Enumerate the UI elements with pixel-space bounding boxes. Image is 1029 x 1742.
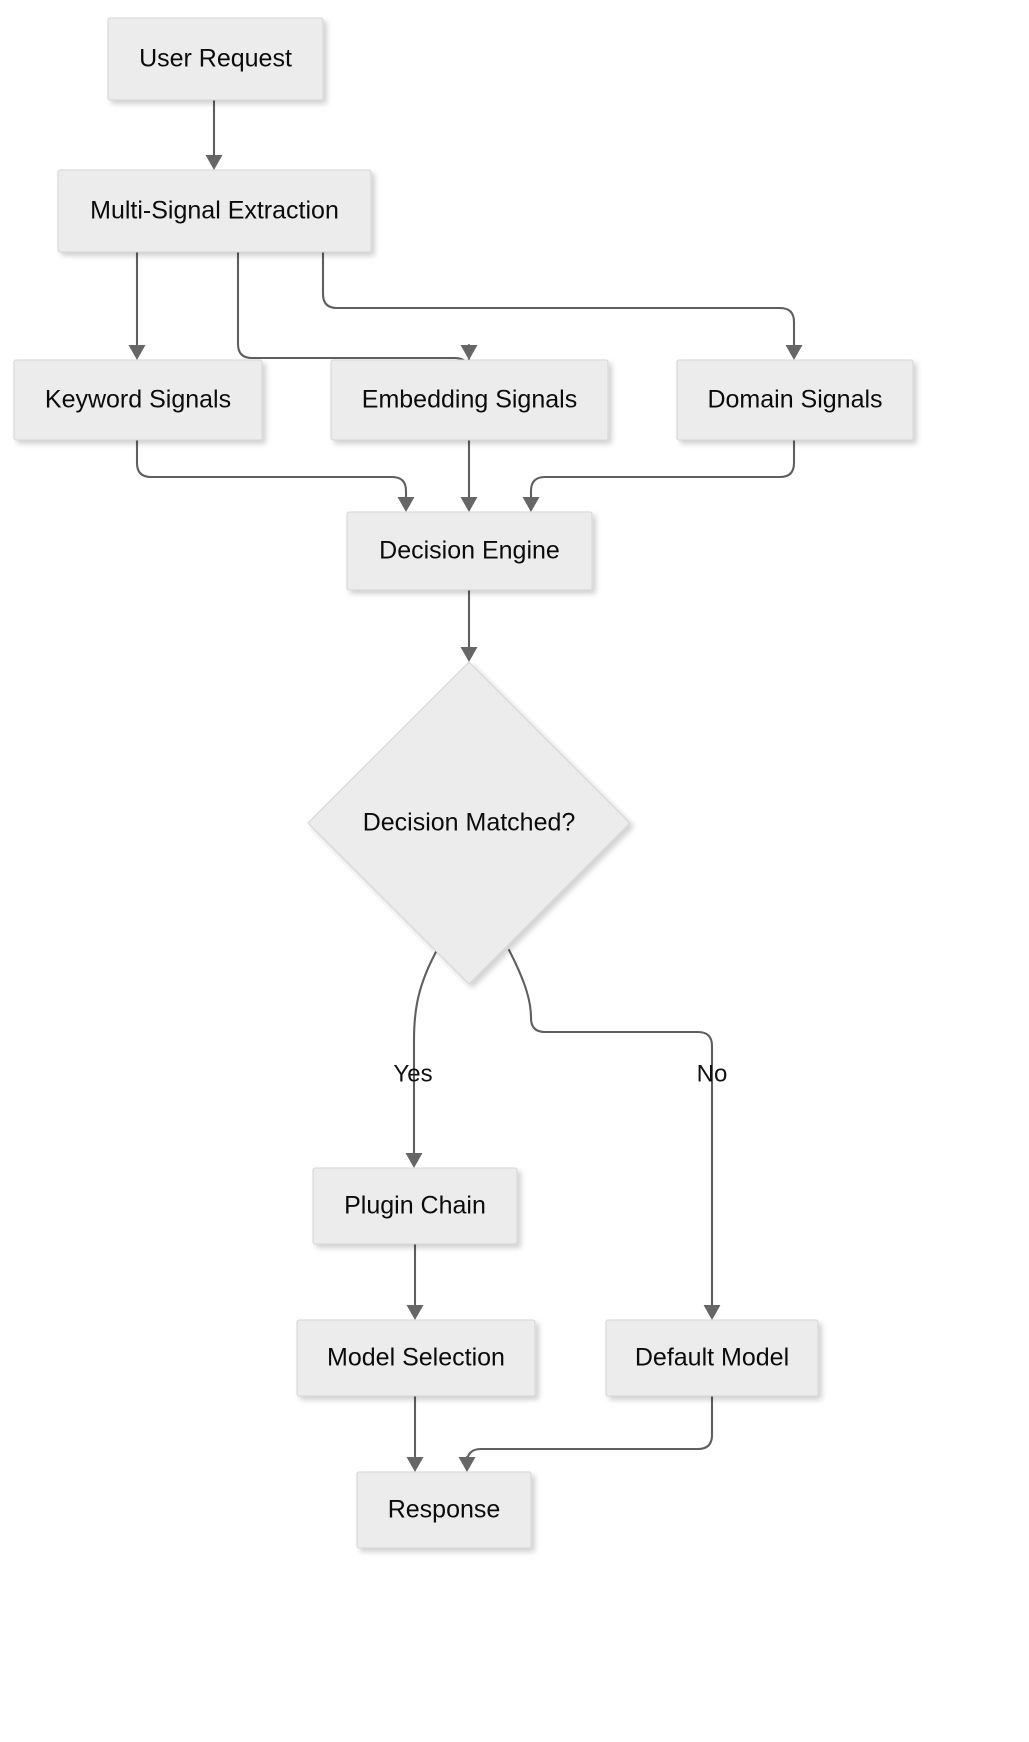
node-shape-decision_engine <box>346 511 593 591</box>
edge-e5 <box>135 438 415 512</box>
edge-line-e5 <box>135 438 408 499</box>
edge-labels-layer: Yes No <box>393 1060 727 1087</box>
edge-arrowhead <box>205 155 223 170</box>
node-shape-multi_signal <box>57 169 372 253</box>
edge-e13 <box>458 1394 714 1472</box>
edge-line-e4 <box>321 250 796 347</box>
edge-arrowhead <box>785 345 803 360</box>
node-label-plugin_chain: Plugin Chain <box>344 1192 486 1220</box>
node-shape-plugin_chain <box>312 1167 518 1245</box>
edge-e10 <box>507 948 721 1320</box>
node-label-embedding_signals: Embedding Signals <box>362 386 577 414</box>
edge-line-e7 <box>529 438 796 499</box>
edge-arrowhead <box>406 1457 424 1472</box>
node-label-decision_engine: Decision Engine <box>379 537 560 565</box>
edge-arrowhead <box>460 345 478 360</box>
node-label-response: Response <box>388 1496 501 1524</box>
edge-e9 <box>405 948 439 1168</box>
node-label-keyword_signals: Keyword Signals <box>45 386 231 414</box>
edge-e12 <box>406 1394 424 1472</box>
edge-arrowhead <box>703 1305 721 1320</box>
edge-e2 <box>128 250 146 360</box>
node-shape-response <box>356 1471 532 1549</box>
edge-line-e10 <box>507 948 714 1307</box>
edge-arrowhead <box>460 647 478 662</box>
node-shape-user_request <box>107 17 324 101</box>
node-label-multi_signal: Multi-Signal Extraction <box>90 197 339 225</box>
node-shape-decision_matched <box>307 661 631 985</box>
node-shape-model_selection <box>296 1319 536 1397</box>
node-response[interactable]: Response <box>356 1471 532 1549</box>
edge-arrowhead <box>522 497 540 512</box>
edge-arrowhead <box>128 345 146 360</box>
node-shape-embedding_signals <box>330 359 609 441</box>
node-label-user_request: User Request <box>139 45 292 73</box>
edge-arrowhead <box>405 1153 423 1168</box>
edge-arrowhead <box>406 1305 424 1320</box>
edge-e7 <box>522 438 796 512</box>
node-label-decision_matched: Decision Matched? <box>363 809 576 837</box>
edge-arrowhead <box>458 1457 476 1472</box>
node-embedding_signals[interactable]: Embedding Signals <box>330 359 609 441</box>
edge-line-e13 <box>465 1394 714 1465</box>
node-multi_signal[interactable]: Multi-Signal Extraction <box>57 169 372 253</box>
edge-e3 <box>236 250 478 374</box>
node-label-default_model: Default Model <box>635 1344 789 1372</box>
edge-arrowhead <box>460 497 478 512</box>
edge-e6 <box>460 438 478 512</box>
edges-layer <box>128 98 803 1472</box>
edge-label-yes_label: Yes <box>393 1060 432 1087</box>
node-user_request[interactable]: User Request <box>107 17 324 101</box>
edge-line-e3 <box>236 250 471 374</box>
node-model_selection[interactable]: Model Selection <box>296 1319 536 1397</box>
edge-arrowhead <box>397 497 415 512</box>
edge-e11 <box>406 1242 424 1320</box>
node-shape-domain_signals <box>676 359 914 441</box>
node-domain_signals[interactable]: Domain Signals <box>676 359 914 441</box>
node-keyword_signals[interactable]: Keyword Signals <box>13 359 263 441</box>
node-default_model[interactable]: Default Model <box>605 1319 819 1397</box>
node-plugin_chain[interactable]: Plugin Chain <box>312 1167 518 1245</box>
node-shape-default_model <box>605 1319 819 1397</box>
edge-e8 <box>460 588 478 662</box>
node-label-model_selection: Model Selection <box>327 1344 505 1372</box>
edge-label-no_label: No <box>697 1060 728 1087</box>
node-decision_matched[interactable]: Decision Matched? <box>307 661 631 985</box>
edge-line-e9 <box>412 948 439 1155</box>
edge-e1 <box>205 98 223 170</box>
node-label-domain_signals: Domain Signals <box>707 386 882 414</box>
node-decision_engine[interactable]: Decision Engine <box>346 511 593 591</box>
edge-e4 <box>321 250 803 360</box>
node-shape-keyword_signals <box>13 359 263 441</box>
